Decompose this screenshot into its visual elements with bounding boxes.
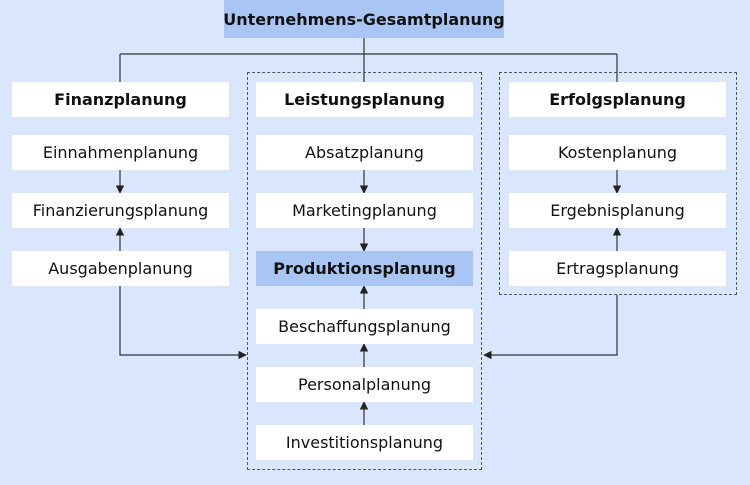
finanzplanung-header: Finanzplanung <box>12 82 229 117</box>
personalplanung-box: Personalplanung <box>256 367 473 402</box>
unternehmens-gesamtplanung-box: Unternehmens-Gesamtplanung <box>223 0 505 38</box>
einnahmenplanung-box: Einnahmenplanung <box>12 135 229 170</box>
finanzierungsplanung-box: Finanzierungsplanung <box>12 193 229 228</box>
marketingplanung-box: Marketingplanung <box>256 193 473 228</box>
investitionsplanung-box: Investitionsplanung <box>256 425 473 460</box>
beschaffungsplanung-box: Beschaffungsplanung <box>256 309 473 344</box>
ertragsplanung-box: Ertragsplanung <box>509 251 726 286</box>
absatzplanung-box: Absatzplanung <box>256 135 473 170</box>
ausgabenplanung-box: Ausgabenplanung <box>12 251 229 286</box>
leistungsplanung-group-frame <box>247 72 482 470</box>
arrow-finanz-to-leistung <box>119 286 247 360</box>
ergebnisplanung-box: Ergebnisplanung <box>509 193 726 228</box>
produktionsplanung-box: Produktionsplanung <box>256 251 473 286</box>
erfolgsplanung-header: Erfolgsplanung <box>509 82 726 117</box>
leistungsplanung-header: Leistungsplanung <box>256 82 473 117</box>
arrow-erfolg-to-leistung <box>483 295 618 360</box>
erfolgsplanung-group-frame <box>499 72 737 295</box>
kostenplanung-box: Kostenplanung <box>509 135 726 170</box>
